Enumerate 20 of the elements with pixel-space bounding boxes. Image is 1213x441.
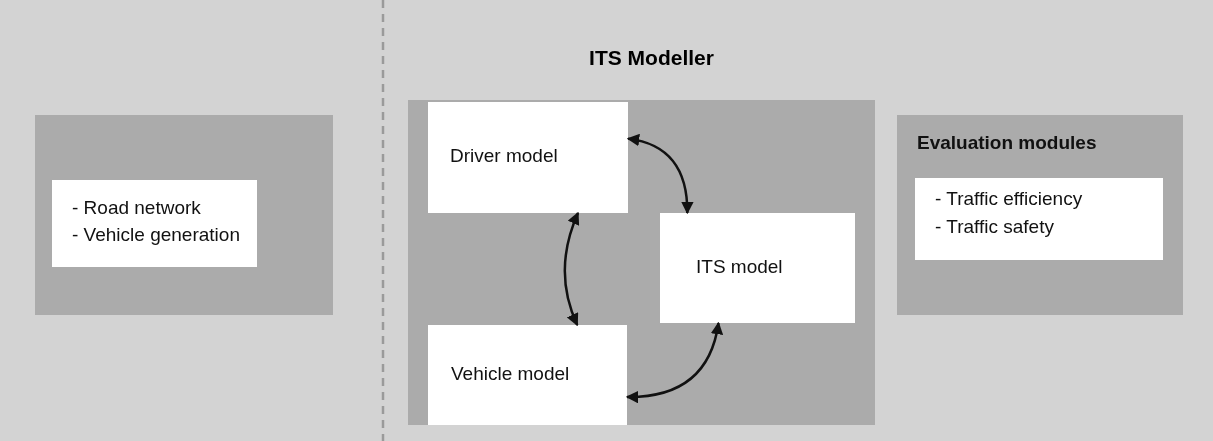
component-box xyxy=(52,180,257,267)
list-item: - Road network xyxy=(72,197,201,219)
box-label: Vehicle model xyxy=(451,363,570,385)
component-box xyxy=(660,213,855,323)
diagram-title: ITS Modeller xyxy=(588,46,715,70)
double-arrow xyxy=(625,321,723,403)
list-item: - Traffic safety xyxy=(935,216,1054,238)
double-arrow xyxy=(626,134,694,215)
box-label: Driver model xyxy=(450,145,558,167)
component-box xyxy=(428,325,627,425)
panel-heading: Evaluation modules xyxy=(917,132,1097,154)
double-arrow xyxy=(563,211,580,327)
module-panel xyxy=(35,115,333,315)
list-item: - Vehicle generation xyxy=(72,224,240,246)
component-box xyxy=(428,102,628,213)
list-item: - Traffic efficiency xyxy=(935,188,1083,210)
box-label: ITS model xyxy=(696,256,783,278)
component-box xyxy=(915,178,1163,260)
module-panel xyxy=(897,115,1183,315)
module-panel xyxy=(408,100,875,425)
